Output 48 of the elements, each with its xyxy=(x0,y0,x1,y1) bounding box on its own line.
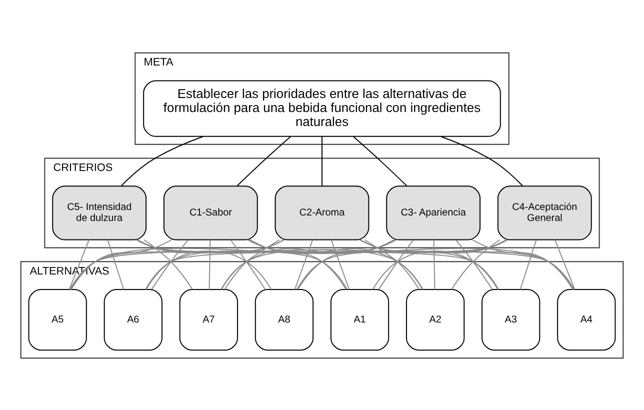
connector xyxy=(352,136,408,186)
connector xyxy=(298,238,394,290)
node-box: A7 xyxy=(179,288,238,350)
connector xyxy=(455,239,493,290)
connector xyxy=(364,238,420,290)
connector xyxy=(136,238,574,290)
connector xyxy=(220,238,396,290)
connector xyxy=(472,238,574,290)
node-box: C1-Sabor xyxy=(163,185,258,240)
node-box: C5- Intensidad de dulzura xyxy=(52,185,147,240)
node-box: A3 xyxy=(482,288,540,350)
connector xyxy=(68,238,90,290)
connector xyxy=(247,238,574,290)
connector xyxy=(248,238,424,290)
node-box: A8 xyxy=(254,288,314,350)
connector xyxy=(208,238,211,290)
node-box: A6 xyxy=(104,288,162,350)
connector xyxy=(70,238,172,290)
connector xyxy=(378,239,414,290)
node-box: A5 xyxy=(28,288,87,350)
connector xyxy=(359,238,574,290)
connector xyxy=(433,238,436,290)
connector xyxy=(520,238,537,290)
connector xyxy=(451,238,500,290)
connector xyxy=(230,239,266,290)
connector xyxy=(250,238,346,290)
connector xyxy=(70,238,285,290)
connector xyxy=(294,238,314,290)
node-box: Establecer las prioridades entre las alternativas de formulación para una bebida funcional con ingredientes naturales xyxy=(143,80,501,136)
node-box: C3- Apariencia xyxy=(386,185,481,240)
node-box: A4 xyxy=(557,288,616,350)
connector xyxy=(554,238,576,290)
node-box: C2-Aroma xyxy=(274,185,370,240)
connector xyxy=(296,238,508,290)
node-box: C4-Aceptación General xyxy=(497,185,592,240)
connector xyxy=(224,238,280,290)
connector xyxy=(107,238,124,290)
connector xyxy=(151,239,189,290)
connector xyxy=(236,136,292,186)
connector xyxy=(70,238,508,290)
connector xyxy=(144,238,193,290)
connector xyxy=(136,238,348,290)
connector xyxy=(120,135,204,186)
connector xyxy=(440,135,524,186)
node-box: A1 xyxy=(330,288,390,350)
connector xyxy=(70,238,397,290)
node-box: A2 xyxy=(406,288,465,350)
connector xyxy=(330,238,350,290)
